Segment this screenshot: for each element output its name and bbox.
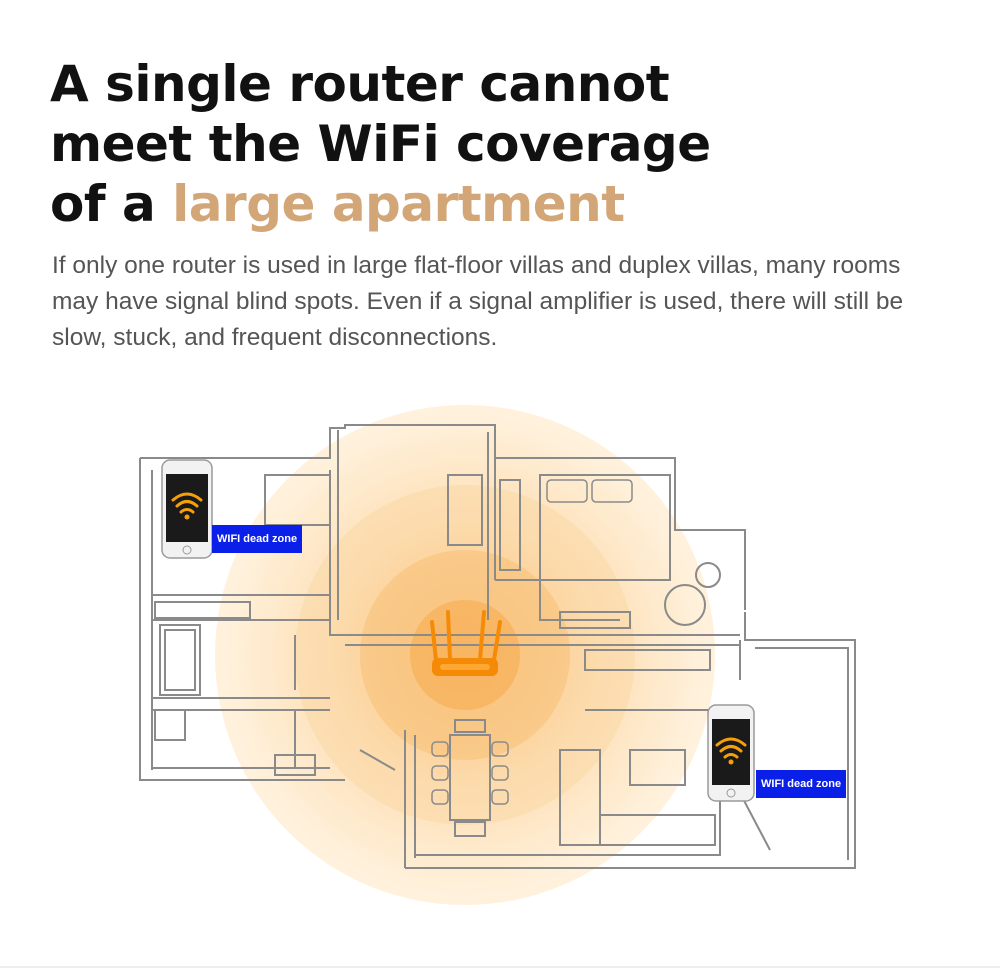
smartphone-icon xyxy=(707,704,755,802)
headline-line-2: meet the WiFi coverage xyxy=(50,115,711,173)
headline-line-3-prefix: of a xyxy=(50,175,173,233)
router-icon xyxy=(430,610,502,676)
smartphone-icon xyxy=(161,459,213,559)
dead-zone-label-left: WIFI dead zone xyxy=(212,525,303,553)
headline: A single router cannot meet the WiFi cov… xyxy=(50,54,711,234)
dining-chairs xyxy=(431,741,509,805)
wifi-signal-coverage xyxy=(215,405,715,905)
bed xyxy=(546,479,633,503)
floor-plan-illustration: WIFI dead zone WIFI dead zone xyxy=(0,380,1000,940)
headline-line-1: A single router cannot xyxy=(50,55,670,113)
bottom-divider xyxy=(0,966,1000,968)
wifi-signal-icon xyxy=(715,737,747,759)
description: If only one router is used in large flat… xyxy=(52,252,904,351)
wifi-signal-icon xyxy=(171,492,203,514)
headline-accent: large apartment xyxy=(172,175,625,233)
floor-plan-svg xyxy=(139,405,856,905)
dead-zone-label-right: WIFI dead zone xyxy=(756,770,847,798)
